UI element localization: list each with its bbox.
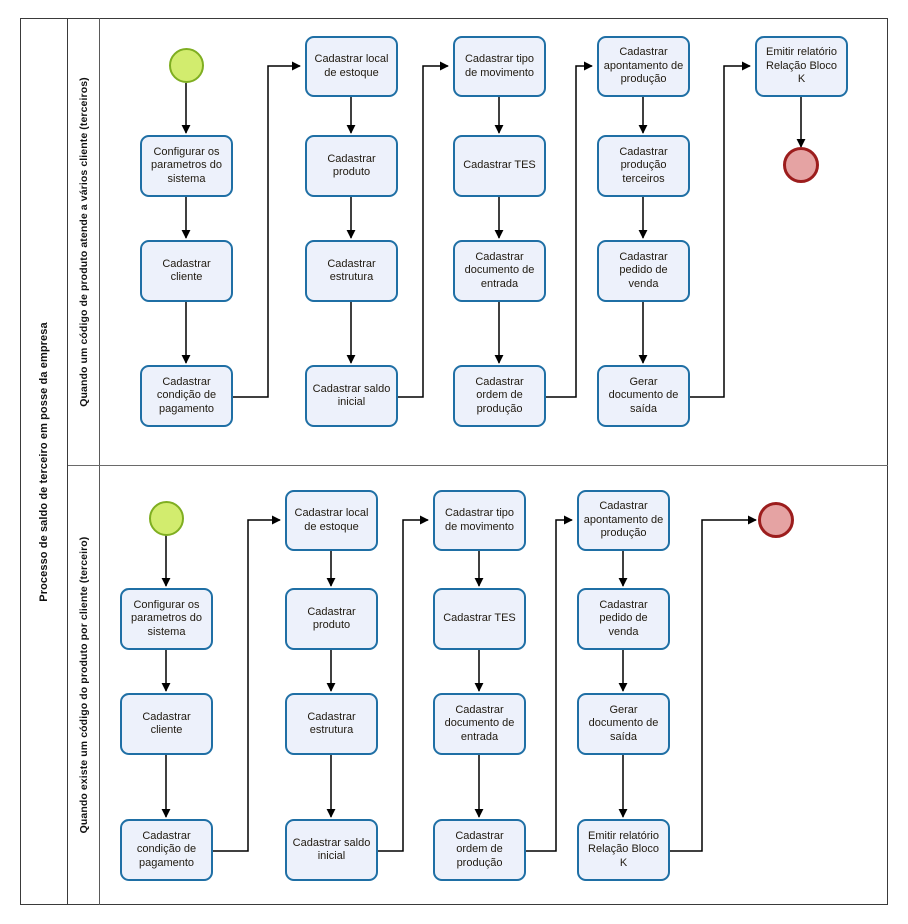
task-cadastrar-saldo-inicial-top[interactable]: Cadastrar saldo inicial [305, 365, 398, 427]
task-cadastrar-produto-bottom[interactable]: Cadastrar produto [285, 588, 378, 650]
task-configurar-parametros-bottom[interactable]: Configurar os parametros do sistema [120, 588, 213, 650]
task-cadastrar-saldo-inicial-bottom[interactable]: Cadastrar saldo inicial [285, 819, 378, 881]
task-label: Cadastrar documento de entrada [444, 703, 515, 743]
task-label: Emitir relatório Relação Bloco K [588, 829, 659, 869]
task-cadastrar-estrutura-top[interactable]: Cadastrar estrutura [305, 240, 398, 302]
start-event-bottom[interactable] [149, 501, 184, 536]
task-label: Cadastrar cliente [142, 710, 191, 737]
pool-title-strip: Processo de saldo de terceiro em posse d… [20, 18, 68, 905]
end-event-top[interactable] [783, 147, 819, 183]
task-gerar-documento-saida-bottom[interactable]: Gerar documento de saída [577, 693, 670, 755]
lane-divider [68, 465, 888, 466]
task-cadastrar-pedido-venda-bottom[interactable]: Cadastrar pedido de venda [577, 588, 670, 650]
task-label: Cadastrar condição de pagamento [156, 375, 217, 415]
task-label: Cadastrar local de estoque [314, 53, 389, 79]
task-label: Cadastrar TES [443, 612, 516, 625]
task-label: Cadastrar cliente [162, 257, 211, 284]
lane-title-strip-bottom: Quando existe um código do produto por c… [68, 465, 100, 905]
task-cadastrar-condicao-pagamento-top[interactable]: Cadastrar condição de pagamento [140, 365, 233, 427]
task-label: Cadastrar produção terceiros [619, 145, 668, 185]
task-cadastrar-producao-terceiros-top[interactable]: Cadastrar produção terceiros [597, 135, 690, 197]
task-label: Cadastrar apontamento de produção [603, 46, 684, 86]
task-label: Cadastrar TES [463, 159, 536, 172]
task-cadastrar-produto-top[interactable]: Cadastrar produto [305, 135, 398, 197]
task-cadastrar-cliente-top[interactable]: Cadastrar cliente [140, 240, 233, 302]
task-cadastrar-ordem-producao-bottom[interactable]: Cadastrar ordem de produção [433, 819, 526, 881]
task-cadastrar-apontamento-producao-top[interactable]: Cadastrar apontamento de produção [597, 36, 690, 97]
task-cadastrar-apontamento-producao-bottom[interactable]: Cadastrar apontamento de produção [577, 490, 670, 551]
task-label: Configurar os parametros do sistema [131, 598, 202, 638]
lane-title-strip-top: Quando um código de produto atende a vár… [68, 18, 100, 465]
task-label: Gerar documento de saída [608, 375, 679, 415]
task-label: Cadastrar estrutura [327, 257, 376, 284]
task-cadastrar-tipo-movimento-top[interactable]: Cadastrar tipo de movimento [453, 36, 546, 97]
task-label: Gerar documento de saída [588, 703, 659, 743]
task-cadastrar-estrutura-bottom[interactable]: Cadastrar estrutura [285, 693, 378, 755]
task-label: Cadastrar apontamento de produção [583, 500, 664, 540]
task-label: Cadastrar local de estoque [294, 507, 369, 533]
task-label: Cadastrar documento de entrada [464, 250, 535, 290]
task-cadastrar-documento-entrada-bottom[interactable]: Cadastrar documento de entrada [433, 693, 526, 755]
task-cadastrar-local-estoque-bottom[interactable]: Cadastrar local de estoque [285, 490, 378, 551]
task-label: Configurar os parametros do sistema [151, 145, 222, 185]
task-cadastrar-ordem-producao-top[interactable]: Cadastrar ordem de produção [453, 365, 546, 427]
task-emitir-relatorio-bloco-k-top[interactable]: Emitir relatório Relação Bloco K [755, 36, 848, 97]
task-cadastrar-tes-bottom[interactable]: Cadastrar TES [433, 588, 526, 650]
task-cadastrar-pedido-venda-top[interactable]: Cadastrar pedido de venda [597, 240, 690, 302]
task-label: Cadastrar ordem de produção [455, 829, 504, 869]
task-label: Cadastrar produto [327, 152, 376, 179]
task-label: Cadastrar saldo inicial [292, 836, 371, 863]
task-label: Cadastrar ordem de produção [475, 375, 524, 415]
task-label: Cadastrar saldo inicial [312, 382, 391, 409]
task-label: Cadastrar tipo de movimento [464, 53, 535, 79]
task-label: Cadastrar pedido de venda [619, 250, 668, 290]
task-cadastrar-tipo-movimento-bottom[interactable]: Cadastrar tipo de movimento [433, 490, 526, 551]
task-label: Cadastrar pedido de venda [599, 598, 648, 638]
lane-label-bottom: Quando existe um código do produto por c… [77, 536, 90, 834]
task-label: Cadastrar tipo de movimento [444, 507, 515, 533]
task-label: Cadastrar condição de pagamento [136, 829, 197, 869]
task-emitir-relatorio-bloco-k-bottom[interactable]: Emitir relatório Relação Bloco K [577, 819, 670, 881]
lane-label-top: Quando um código de produto atende a vár… [77, 76, 90, 407]
task-gerar-documento-saida-top[interactable]: Gerar documento de saída [597, 365, 690, 427]
task-label: Cadastrar estrutura [307, 710, 356, 737]
pool-title: Processo de saldo de terceiro em posse d… [37, 321, 50, 602]
task-cadastrar-local-estoque-top[interactable]: Cadastrar local de estoque [305, 36, 398, 97]
task-cadastrar-cliente-bottom[interactable]: Cadastrar cliente [120, 693, 213, 755]
task-cadastrar-documento-entrada-top[interactable]: Cadastrar documento de entrada [453, 240, 546, 302]
task-configurar-parametros-top[interactable]: Configurar os parametros do sistema [140, 135, 233, 197]
end-event-bottom[interactable] [758, 502, 794, 538]
start-event-top[interactable] [169, 48, 204, 83]
task-label: Cadastrar produto [307, 605, 356, 632]
task-cadastrar-condicao-pagamento-bottom[interactable]: Cadastrar condição de pagamento [120, 819, 213, 881]
task-cadastrar-tes-top[interactable]: Cadastrar TES [453, 135, 546, 197]
task-label: Emitir relatório Relação Bloco K [766, 46, 837, 86]
